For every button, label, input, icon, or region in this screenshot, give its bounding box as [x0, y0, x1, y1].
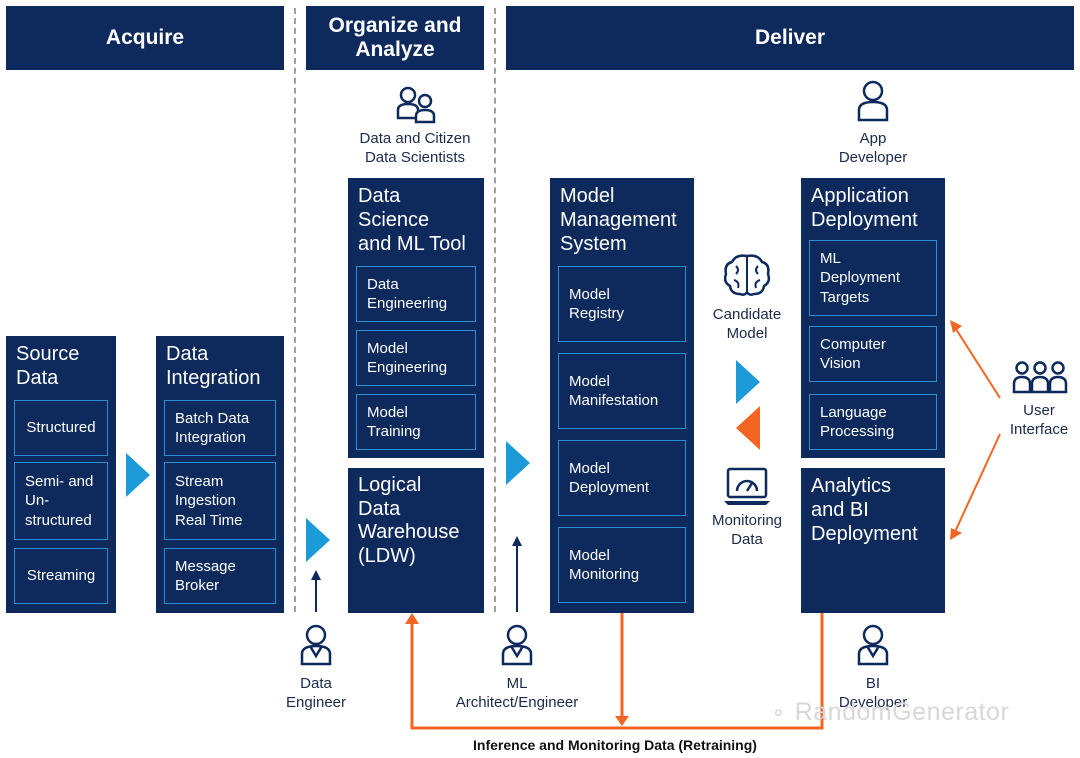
- source-streaming: Streaming: [14, 548, 108, 604]
- model-monitoring: Model Monitoring: [558, 527, 686, 603]
- data-scientists-icon: [396, 86, 438, 124]
- user-group-icon: [1012, 360, 1068, 396]
- stream-ingestion: Stream Ingestion Real Time: [164, 462, 276, 540]
- retraining-footer-label: Inference and Monitoring Data (Retrainin…: [473, 737, 757, 753]
- header-organize: Organize and Analyze: [306, 6, 484, 70]
- ml-architect-label: ML Architect/Engineer: [455, 675, 579, 711]
- model-engineering: Model Engineering: [356, 330, 476, 386]
- monitoring-data-label: Monitoring Data: [711, 512, 783, 548]
- model-mgmt-panel: Model Management System Model Registry M…: [550, 178, 694, 613]
- model-manifestation: Model Manifestation: [558, 353, 686, 429]
- data-integration-title: Data Integration: [166, 343, 261, 389]
- model-mgmt-title: Model Management System: [560, 185, 677, 255]
- data-engineer-icon: [299, 624, 333, 666]
- monitor-gauge-icon: [722, 467, 772, 507]
- candidate-model-label: Candidate Model: [712, 306, 782, 342]
- model-registry: Model Registry: [558, 266, 686, 342]
- app-developer-icon: [856, 80, 890, 122]
- bi-developer-label: BI Developer: [838, 675, 908, 711]
- arrow-from-deployment: [736, 406, 760, 450]
- source-data-title: Source Data: [16, 343, 80, 389]
- header-organize-label: Organize and Analyze: [328, 14, 462, 61]
- ds-ml-tool-panel: Data Science and ML Tool Data Engineerin…: [348, 178, 484, 458]
- data-engineering: Data Engineering: [356, 266, 476, 322]
- computer-vision: Computer Vision: [809, 326, 937, 382]
- ml-deployment-targets: ML Deployment Targets: [809, 240, 937, 316]
- brain-icon: [722, 252, 772, 298]
- ldw-panel: Logical Data Warehouse (LDW): [348, 468, 484, 613]
- source-data-panel: Source Data Structured Semi- and Un- str…: [6, 336, 116, 613]
- analytics-bi-title: Analytics and BI Deployment: [811, 475, 918, 545]
- ldw-title: Logical Data Warehouse (LDW): [358, 474, 460, 567]
- arrow-to-deployment: [736, 360, 760, 404]
- user-interface-label: User Interface: [1009, 402, 1069, 438]
- data-scientists-label: Data and Citizen Data Scientists: [359, 130, 471, 166]
- arrow-source-to-integration: [126, 453, 150, 497]
- divider-organize-deliver: [494, 8, 496, 612]
- watermark-text: RandomGenerator: [794, 698, 1010, 726]
- app-deployment-panel: Application Deployment ML Deployment Tar…: [801, 178, 945, 458]
- source-semi-unstructured: Semi- and Un- structured: [14, 462, 108, 540]
- model-training: Model Training: [356, 394, 476, 450]
- message-broker: Message Broker: [164, 548, 276, 604]
- arrow-integration-to-ldw: [306, 518, 330, 562]
- language-processing: Language Processing: [809, 394, 937, 450]
- wechat-icon: ⚬: [770, 703, 788, 725]
- header-deliver-label: Deliver: [754, 26, 826, 49]
- analytics-bi-panel: Analytics and BI Deployment: [801, 468, 945, 613]
- watermark: ⚬ RandomGenerator: [770, 698, 1009, 727]
- app-deployment-title: Application Deployment: [811, 185, 918, 231]
- batch-data-integration: Batch Data Integration: [164, 400, 276, 456]
- source-structured: Structured: [14, 400, 108, 456]
- model-deployment: Model Deployment: [558, 440, 686, 516]
- arrow-ldw-to-model-mgmt: [506, 441, 530, 485]
- ml-architect-icon: [500, 624, 534, 666]
- data-integration-panel: Data Integration Batch Data Integration …: [156, 336, 284, 613]
- app-developer-label: App Developer: [838, 130, 908, 166]
- divider-acquire-organize: [294, 8, 296, 612]
- data-engineer-label: Data Engineer: [285, 675, 347, 711]
- header-acquire: Acquire: [6, 6, 284, 70]
- ds-ml-tool-title: Data Science and ML Tool: [358, 185, 466, 255]
- header-acquire-label: Acquire: [105, 26, 185, 49]
- bi-developer-icon: [856, 624, 890, 666]
- header-deliver: Deliver: [506, 6, 1074, 70]
